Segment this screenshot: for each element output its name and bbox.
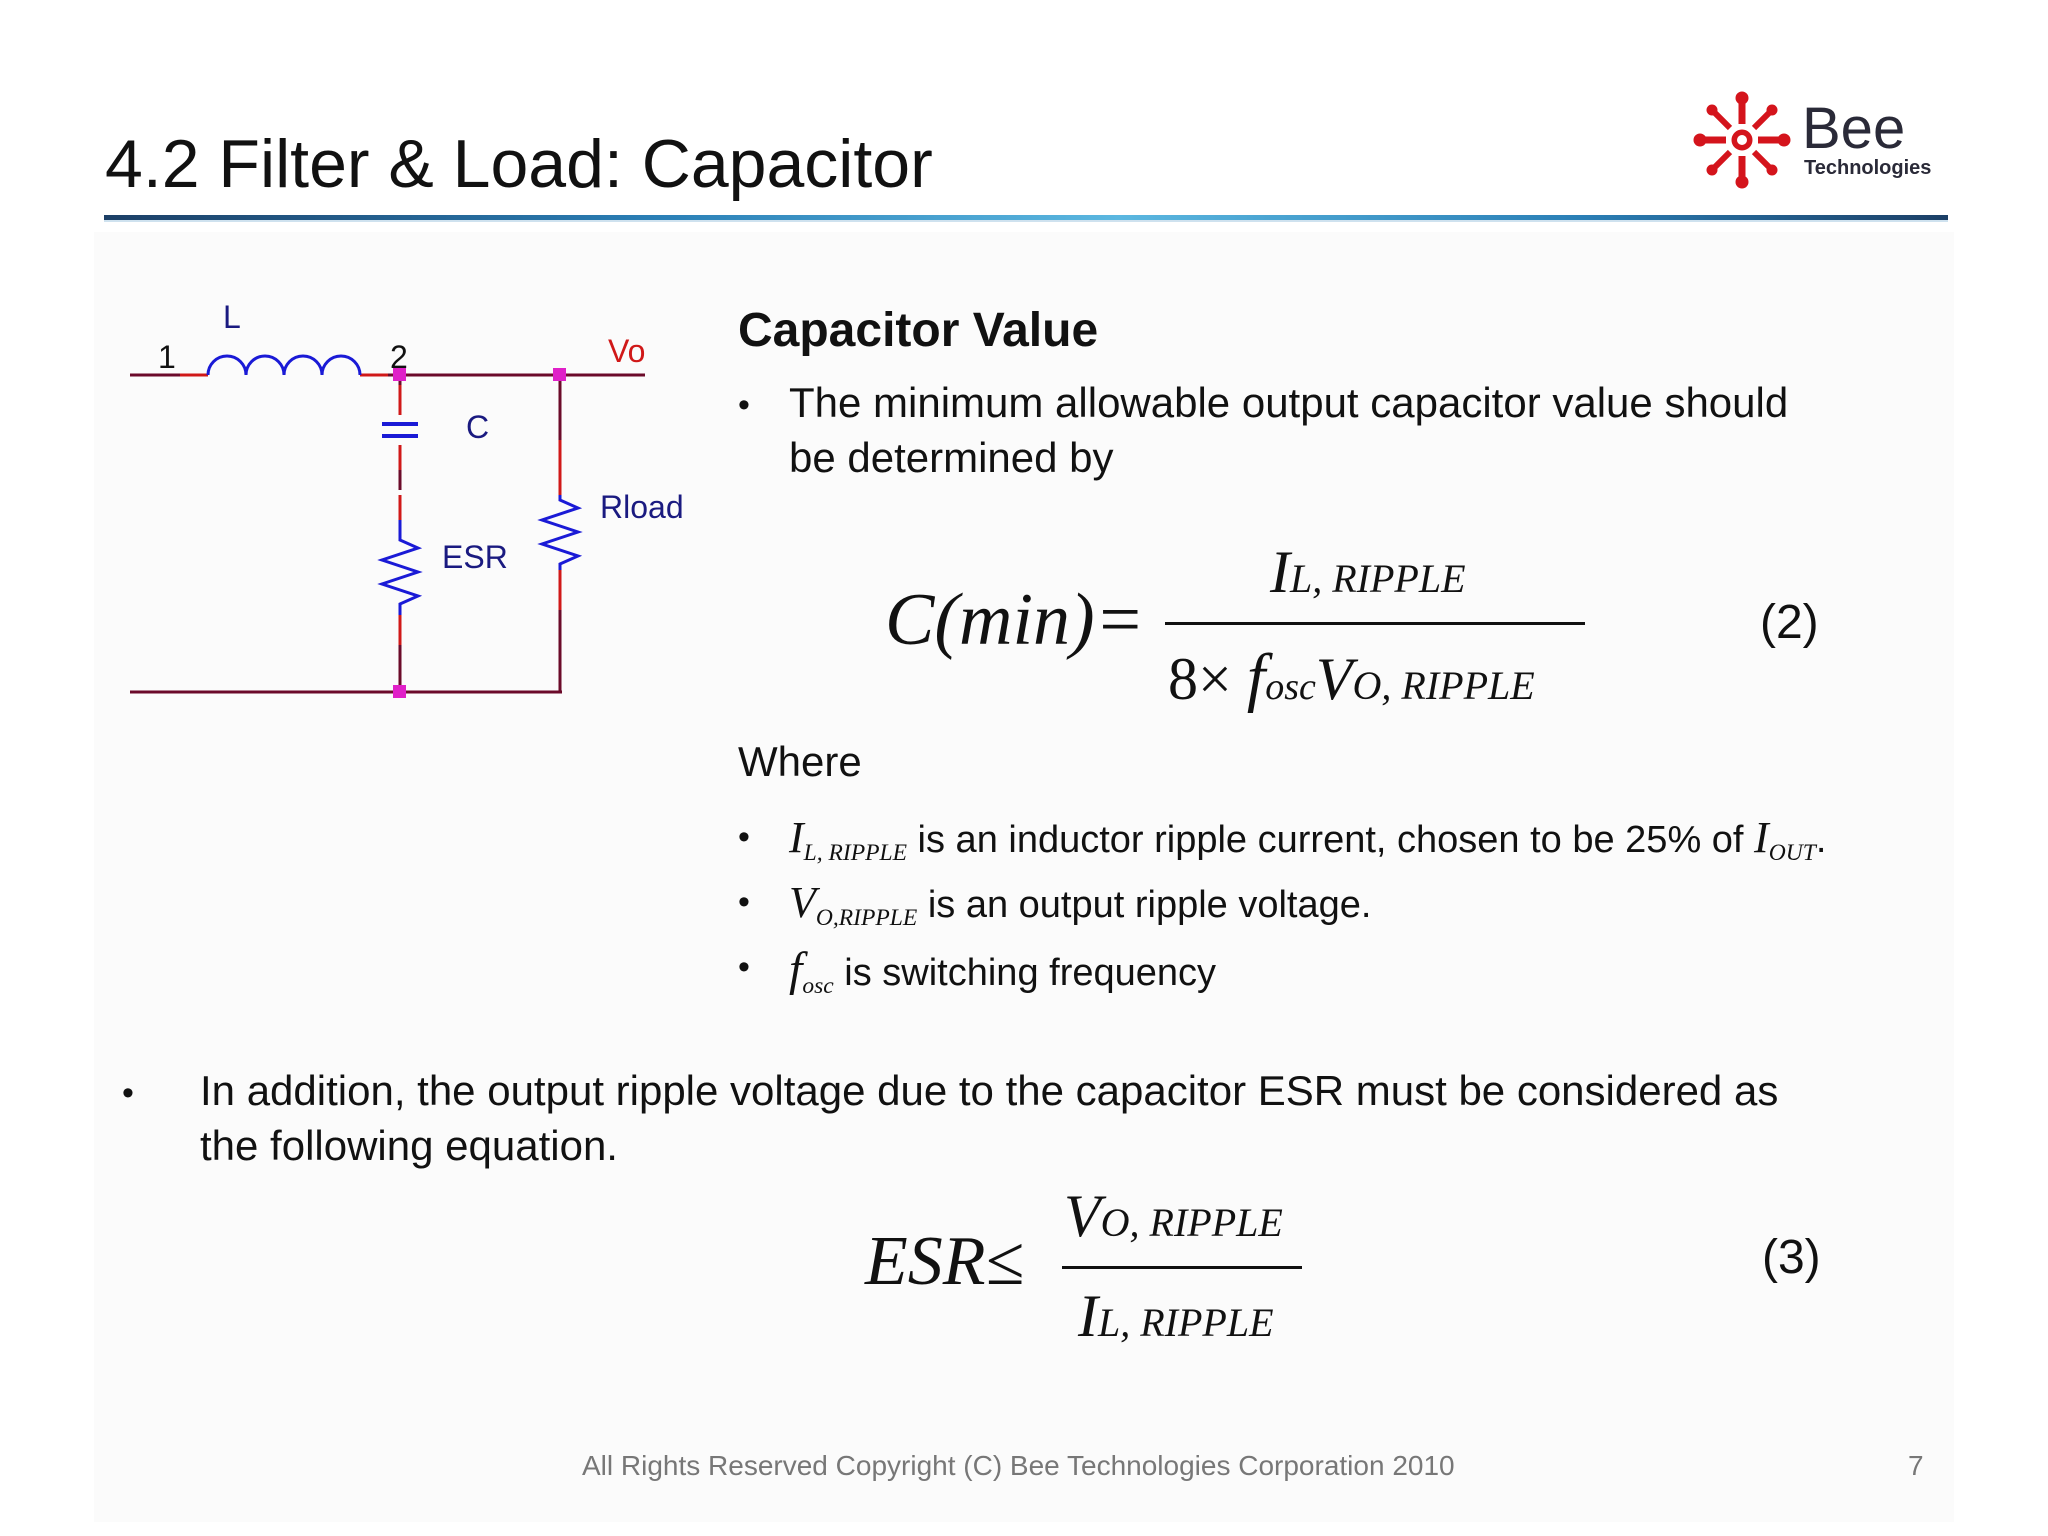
where-item-il-ripple: IL, RIPPLE is an inductor ripple current…	[789, 813, 1827, 867]
bullet-marker: •	[738, 883, 750, 921]
node-2-label: 2	[390, 339, 408, 375]
slide-title: 4.2 Filter & Load: Capacitor	[105, 126, 933, 202]
title-divider	[104, 215, 1948, 220]
equation-2-denominator: 8× foscVO, RIPPLE	[1168, 641, 1535, 714]
inductor-coil	[206, 354, 362, 376]
where-item-fosc: fosc is switching frequency	[789, 943, 1217, 1000]
capacitor-value-heading: Capacitor Value	[738, 304, 1099, 357]
min-capacitor-bullet-line1: The minimum allowable output capacitor v…	[789, 379, 1789, 426]
bullet-marker: •	[738, 948, 750, 986]
capacitor-label: C	[466, 409, 489, 445]
equation-3-lhs: ESR≤	[865, 1223, 1024, 1300]
node-ground-dot	[393, 685, 406, 698]
equation-2-lhs: C(min)=	[885, 578, 1145, 663]
equation-3-numerator: VO, RIPPLE	[1064, 1183, 1283, 1249]
bullet-marker: •	[738, 818, 750, 856]
content-area	[94, 232, 1954, 1522]
c-min-lhs: C(min)=	[885, 579, 1145, 661]
rload-label: Rload	[600, 489, 684, 525]
where-item-vo-ripple: VO,RIPPLE is an output ripple voltage.	[789, 878, 1372, 932]
bee-technologies-logo: Bee Technologies	[1690, 90, 1950, 190]
vo-label: Vo	[608, 333, 645, 369]
min-capacitor-bullet-line2: be determined by	[789, 434, 1114, 481]
equation-2-fraction-bar	[1165, 622, 1585, 625]
inductor-label: L	[223, 299, 241, 335]
min-capacitor-bullet: The minimum allowable output capacitor v…	[789, 375, 1788, 485]
logo-burst-icon: Bee Technologies	[1693, 91, 1931, 189]
esr-label: ESR	[442, 539, 508, 575]
esr-resistor	[377, 520, 423, 615]
node-1-label: 1	[158, 339, 176, 375]
filter-circuit-diagram: 1 2 L Vo C ESR Rload	[130, 299, 684, 698]
node-vo-dot	[553, 368, 566, 381]
equation-2-number: (2)	[1760, 596, 1819, 649]
equation-2-numerator: IL, RIPPLE	[1270, 539, 1466, 605]
bullet-marker: •	[738, 386, 750, 424]
equation-3-number: (3)	[1762, 1231, 1821, 1284]
bullet-marker: •	[122, 1074, 134, 1112]
copyright-footer: All Rights Reserved Copyright (C) Bee Te…	[582, 1450, 1455, 1481]
equation-3-fraction-bar	[1062, 1266, 1302, 1269]
page-number: 7	[1908, 1450, 1924, 1481]
title-divider-shadow	[104, 220, 1948, 222]
esr-ripple-bullet: In addition, the output ripple voltage d…	[200, 1067, 1779, 1169]
node-2-dot	[393, 368, 406, 381]
where-label: Where	[738, 738, 862, 785]
rload-resistor	[537, 495, 583, 570]
logo-brand: Bee	[1802, 96, 1905, 161]
logo-tagline: Technologies	[1804, 157, 1931, 179]
equation-3-denominator: IL, RIPPLE	[1078, 1283, 1274, 1349]
